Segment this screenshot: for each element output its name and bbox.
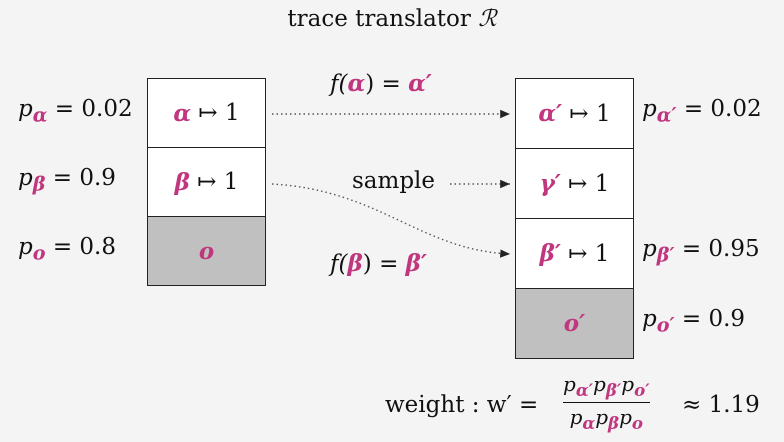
title-text: trace translator [287, 6, 471, 32]
weight-numerator: pα′pβ′po′ [563, 372, 650, 400]
left-prob-observation: po = 0.8 [18, 234, 116, 265]
left-cell-beta-symbol: β [174, 168, 190, 196]
left-cell-alpha-value: ↦ 1 [198, 100, 240, 126]
label-f-alpha: f(α) = α′ [330, 70, 432, 97]
right-prob-alpha-prime: pα′ = 0.02 [642, 96, 762, 127]
left-cell-beta-value: ↦ 1 [197, 169, 239, 195]
right-cell-observation: o′ [515, 288, 634, 359]
left-cell-observation-symbol: o [198, 237, 215, 265]
title-symbol: ℛ [478, 6, 497, 32]
left-cell-beta: β ↦ 1 [147, 147, 266, 217]
left-prob-beta: pβ = 0.9 [18, 165, 116, 196]
left-cell-observation: o [147, 216, 266, 286]
weight-denominator: pαpβpo [569, 405, 644, 433]
right-cell-beta-prime: β′ ↦ 1 [515, 218, 634, 289]
left-cell-alpha: α ↦ 1 [147, 78, 266, 148]
fraction-bar [563, 402, 650, 403]
left-prob-alpha: pα = 0.02 [18, 96, 133, 127]
right-cell-alpha-prime: α′ ↦ 1 [515, 78, 634, 149]
weight-fraction: pα′pβ′po′ pαpβpo [563, 372, 650, 433]
weight-result: ≈ 1.19 [682, 392, 760, 418]
arrow-beta-map [271, 183, 511, 258]
diagram-title: trace translator ℛ [0, 6, 784, 32]
right-prob-beta-prime: pβ′ = 0.95 [642, 236, 760, 267]
weight-label: weight : w′ = [385, 392, 539, 418]
left-cell-alpha-symbol: α [173, 99, 192, 127]
right-prob-observation: po′ = 0.9 [642, 306, 746, 337]
label-f-beta: f(β) = β′ [330, 250, 427, 277]
right-cell-gamma-prime: γ′ ↦ 1 [515, 148, 634, 219]
label-sample: sample [352, 168, 436, 194]
